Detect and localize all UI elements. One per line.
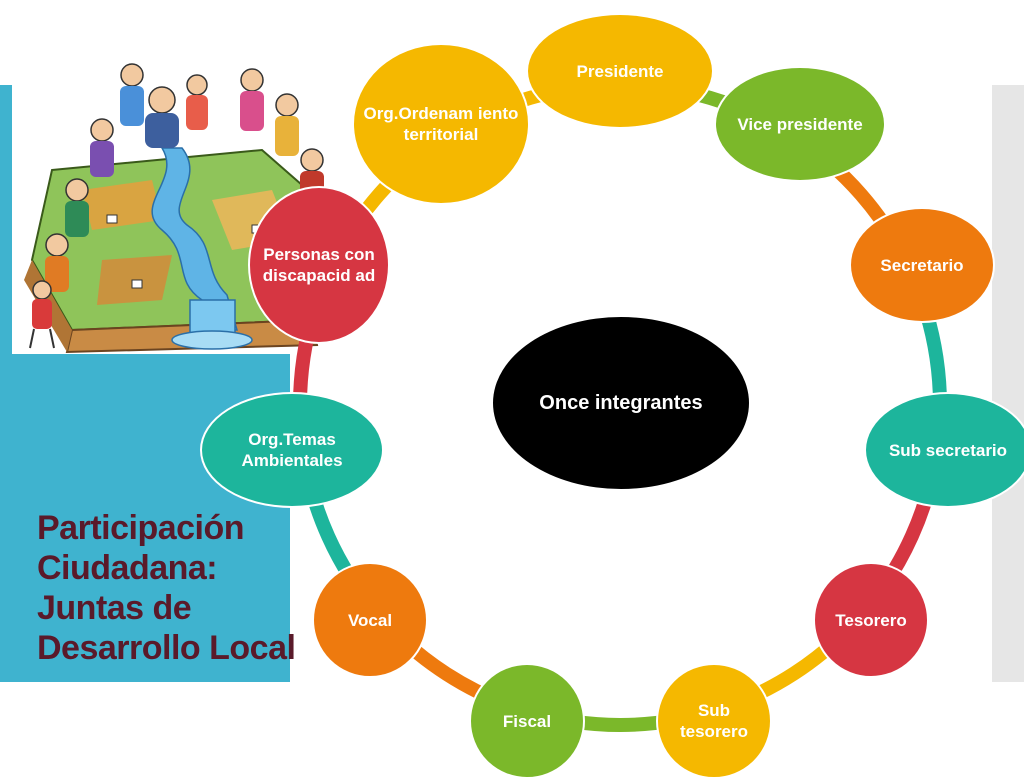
node-label: Presidente: [576, 61, 664, 81]
center-node-label: Once integrantes: [539, 391, 703, 414]
node-label: Vice presidente: [737, 114, 863, 134]
slide-title-line: Ciudadana:: [37, 549, 218, 587]
node-org-temas-ambientales: Org.Temas Ambientales: [200, 392, 384, 508]
slide-title-line: Desarrollo Local: [37, 629, 296, 667]
node-personas-con-discapacidad: Personas con discapacid ad: [248, 186, 390, 344]
node-label: Sub secretario: [888, 440, 1008, 460]
node-org-ordenamiento-territorial: Org.Ordenam iento territorial: [352, 43, 530, 205]
node-sub-tesorero: Sub tesorero: [656, 663, 772, 779]
node-label: Tesorero: [835, 610, 907, 630]
center-node: Once integrantes: [493, 317, 749, 489]
node-label: Org.Ordenam iento territorial: [363, 104, 519, 144]
node-label: Sub tesorero: [679, 701, 749, 741]
slide-title-line: Juntas de: [37, 589, 192, 627]
slide-title-line: Participación: [37, 509, 245, 547]
node-label: Vocal: [347, 610, 393, 630]
node-presidente: Presidente: [526, 13, 714, 129]
node-secretario: Secretario: [849, 207, 995, 323]
node-vice-presidente: Vice presidente: [714, 66, 886, 182]
slide-title: Participación Ciudadana: Juntas de Desar…: [37, 508, 307, 668]
right-accent-panel: [992, 85, 1024, 682]
node-tesorero: Tesorero: [813, 562, 929, 678]
node-label: Secretario: [880, 255, 964, 275]
node-vocal: Vocal: [312, 562, 428, 678]
node-sub-secretario: Sub secretario: [864, 392, 1024, 508]
node-label: Fiscal: [502, 711, 552, 731]
node-label: Org.Temas Ambientales: [241, 430, 343, 470]
node-label: Personas con discapacid ad: [262, 245, 376, 285]
node-fiscal: Fiscal: [469, 663, 585, 779]
